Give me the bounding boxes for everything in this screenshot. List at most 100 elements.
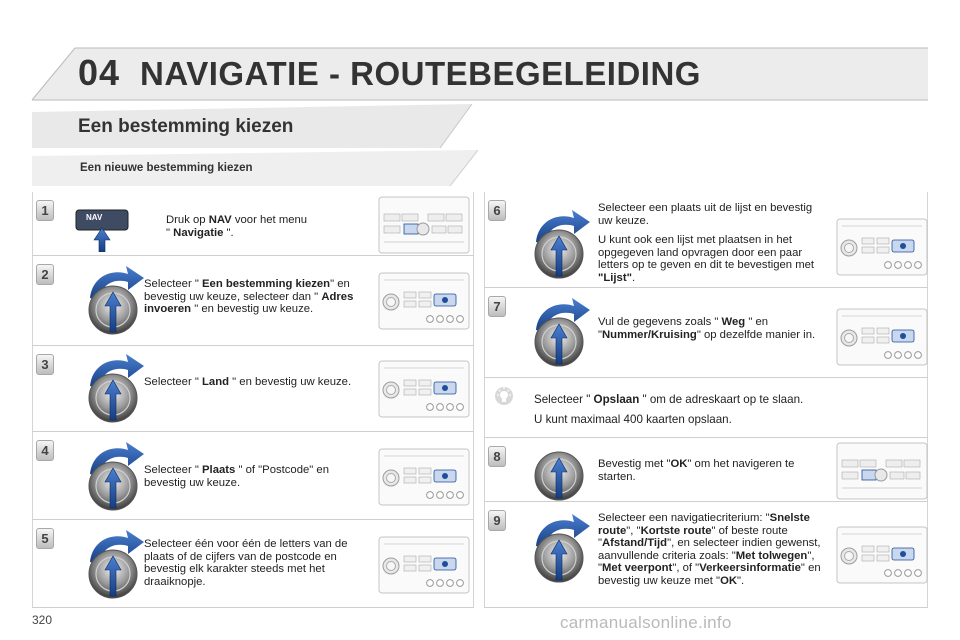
step-number-badge: 1 bbox=[36, 200, 54, 221]
rotate-knob-icon bbox=[88, 530, 144, 599]
text-run: " en bevestig uw keuze met " bbox=[598, 562, 821, 587]
step-1-text: Druk op NAV voor het menu " Navigatie ". bbox=[166, 214, 346, 239]
step-2: 2 Selecteer " Een bestemming kiezen" en … bbox=[32, 256, 474, 346]
text-run: voor het menu bbox=[231, 214, 308, 226]
step-1: 1 NAV Druk op NAV voor het menu " Naviga… bbox=[32, 192, 474, 256]
step-number-badge: 4 bbox=[36, 440, 54, 461]
rotate-knob-icon bbox=[88, 442, 144, 511]
text-run: U kunt ook een lijst met plaatsen in het… bbox=[598, 234, 815, 271]
text-run: ", en selecteer indien gewenst, aanvulle… bbox=[598, 537, 821, 562]
text-bold: Nummer/Kruising bbox=[602, 328, 697, 341]
footer-watermark-link[interactable]: carmanualsonline.info bbox=[560, 613, 732, 632]
text-bold: Navigatie bbox=[173, 226, 224, 239]
page-number: 320 bbox=[32, 613, 53, 627]
text-run: Selecteer een navigatiecriterium: " bbox=[598, 512, 770, 524]
step-number-badge: 9 bbox=[488, 510, 506, 531]
left-column bbox=[32, 192, 474, 608]
text-bold: OK bbox=[720, 574, 738, 587]
text-bold: Met tolwegen bbox=[735, 549, 808, 562]
text-bold: Opslaan bbox=[593, 393, 640, 406]
text-run: Selecteer " bbox=[144, 376, 203, 388]
text-run: " of beste route " bbox=[598, 524, 788, 550]
nav-button-icon bbox=[75, 209, 129, 252]
radio-panel-icon bbox=[378, 360, 470, 418]
text-bold: "Lijst" bbox=[598, 271, 632, 284]
text-bold: OK bbox=[670, 458, 688, 470]
text-run: ", of " bbox=[672, 562, 700, 574]
step-number-badge: 6 bbox=[488, 200, 506, 221]
text-run: Selecteer " bbox=[534, 393, 594, 406]
text-bold: Afstand/Tijd bbox=[602, 537, 668, 549]
radio-front-panel-icon bbox=[378, 196, 470, 254]
chapter-number: 04 bbox=[78, 52, 121, 93]
step-6-text: Selecteer een plaats uit de lijst en bev… bbox=[598, 202, 818, 284]
tip-box: Selecteer " Opslaan " om de adreskaart o… bbox=[484, 378, 928, 438]
step-8-text: Bevestig met "OK" om het navigeren te st… bbox=[598, 458, 834, 483]
text-run: " om de adreskaart op te slaan. bbox=[639, 393, 804, 406]
radio-panel-icon bbox=[836, 526, 928, 584]
step-7-text: Vul de gegevens zoals " Weg " en "Nummer… bbox=[598, 316, 834, 341]
text-bold: Met veerpont bbox=[602, 562, 673, 574]
step-5-text: Selecteer één voor één de letters van de… bbox=[144, 538, 348, 588]
chapter-title: NAVIGATIE - ROUTEBEGELEIDING bbox=[140, 55, 701, 92]
section-title: Een bestemming kiezen bbox=[78, 116, 294, 137]
text-run: Selecteer " bbox=[144, 278, 203, 290]
step-2-text: Selecteer " Een bestemming kiezen" en be… bbox=[144, 278, 366, 316]
subsection-title: Een nieuwe bestemming kiezen bbox=[80, 162, 253, 174]
subsection-band bbox=[32, 150, 478, 186]
step-number-badge: 8 bbox=[488, 446, 506, 467]
text-run: ". bbox=[223, 226, 234, 239]
step-4: 4 Selecteer " Plaats " of "Postcode" en … bbox=[32, 432, 474, 520]
text-run: " en bevestig uw keuze. bbox=[229, 376, 352, 388]
step-8: 8 Bevestig met "OK" om het navigeren te … bbox=[484, 438, 928, 502]
rotate-knob-icon bbox=[534, 514, 590, 583]
text-run: " op dezelfde manier in. bbox=[696, 328, 816, 341]
step-6: 6 Selecteer een plaats uit de lijst en b… bbox=[484, 192, 928, 288]
text-paragraph: Selecteer een plaats uit de lijst en bev… bbox=[598, 202, 813, 227]
step-number-badge: 3 bbox=[36, 354, 54, 375]
step-9: 9 Selecteer een navigatiecriterium: "Sne… bbox=[484, 502, 928, 608]
rotate-knob-icon bbox=[88, 354, 144, 423]
text-run: Selecteer " bbox=[144, 464, 203, 476]
lightbulb-icon bbox=[495, 387, 513, 405]
radio-front-panel-icon bbox=[836, 442, 928, 500]
nav-button-label: NAV bbox=[86, 213, 103, 222]
radio-panel-icon bbox=[378, 272, 470, 330]
text-run: ", " bbox=[598, 549, 815, 575]
text-run: ", " bbox=[626, 524, 641, 537]
text-run: . bbox=[631, 271, 636, 284]
step-7: 7 Vul de gegevens zoals " Weg " en "Numm… bbox=[484, 288, 928, 378]
tip-text: Selecteer " Opslaan " om de adreskaart o… bbox=[534, 393, 904, 426]
text-bold: Adres invoeren bbox=[144, 290, 354, 316]
text-run: Bevestig met " bbox=[598, 458, 671, 470]
radio-panel-icon bbox=[378, 448, 470, 506]
text-bold: Een bestemming kiezen bbox=[202, 278, 331, 290]
rotate-knob-icon bbox=[534, 298, 590, 367]
text-bold: Snelste route bbox=[598, 512, 810, 537]
text-paragraph: U kunt maximaal 400 kaarten opslaan. bbox=[534, 412, 732, 426]
radio-panel-icon bbox=[378, 536, 470, 594]
header-decoration bbox=[31, 47, 928, 101]
text-bold: Weg bbox=[721, 316, 746, 328]
step-3-text: Selecteer " Land " en bevestig uw keuze. bbox=[144, 376, 366, 389]
radio-panel-icon bbox=[836, 308, 928, 366]
section-band bbox=[32, 104, 473, 148]
text-run: Vul de gegevens zoals " bbox=[598, 316, 722, 328]
text-bold: Kortste route bbox=[640, 524, 712, 537]
control-knob-icon bbox=[534, 451, 584, 501]
step-5: 5 Selecteer één voor één de letters van … bbox=[32, 520, 474, 608]
text-bold: Land bbox=[202, 376, 230, 388]
step-9-text: Selecteer een navigatiecriterium: "Snels… bbox=[598, 512, 834, 587]
text-run: " of "Postcode" en bevestig uw keuze. bbox=[144, 464, 329, 489]
step-4-text: Selecteer " Plaats " of "Postcode" en be… bbox=[144, 464, 366, 489]
step-3: 3 Selecteer " Land " en bevestig uw keuz… bbox=[32, 346, 474, 432]
step-number-badge: 5 bbox=[36, 528, 54, 549]
step-number-badge: 7 bbox=[488, 296, 506, 317]
right-column bbox=[484, 192, 928, 608]
text-run: " en bevestig uw keuze, selecteer dan " bbox=[144, 278, 350, 303]
text-paragraph: U kunt ook een lijst met plaatsen in het… bbox=[598, 234, 818, 284]
text-bold: Verkeersinformatie bbox=[699, 562, 801, 574]
text-run: " bbox=[166, 226, 174, 239]
text-run: " om het navigeren te starten. bbox=[598, 458, 795, 483]
rotate-knob-icon bbox=[88, 266, 144, 335]
